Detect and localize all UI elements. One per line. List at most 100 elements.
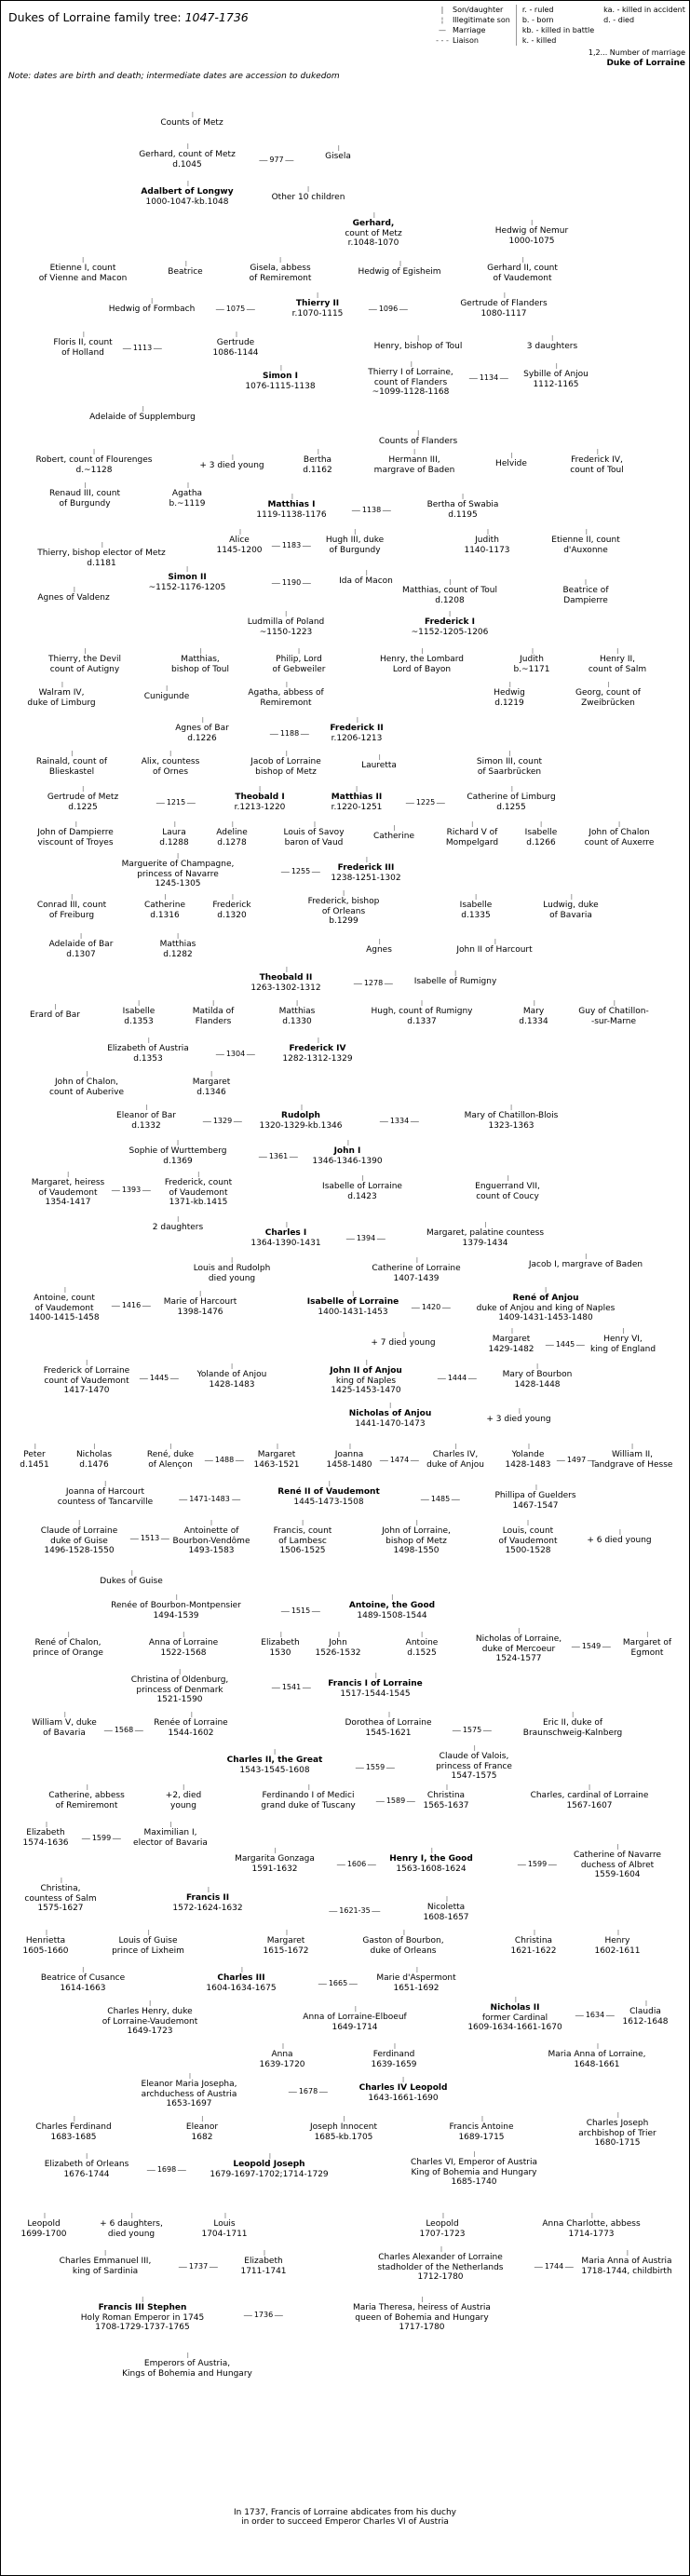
marriage-year-label: 1134	[467, 373, 510, 384]
marriage-year-label: 1444	[436, 1374, 479, 1384]
title-main: Dukes of Lorraine family tree:	[8, 10, 182, 24]
person-node: John of Chalon,count of Auberive	[49, 1071, 124, 1097]
marriage-year-label: 1606	[335, 1860, 378, 1870]
person-node: Walram IV,duke of Limburg	[27, 682, 96, 708]
person-node: William II,landgrave of Hesse	[591, 1444, 673, 1470]
person-node: Ida of Macon	[339, 570, 393, 586]
marriage-year-label: 1420	[410, 1303, 453, 1313]
marriage-year-label: 1736	[242, 2311, 285, 2321]
person-node: Guy of Chatillon--sur-Marne	[578, 1000, 649, 1026]
marriage-year-label: 1394	[345, 1234, 387, 1244]
person-node: Cunigunde	[143, 685, 190, 701]
person-node: Simon II~1152-1176-1205	[148, 566, 226, 592]
person-node: Adelaide of Supplemburg	[89, 406, 196, 422]
marriage-year-label: 1278	[352, 979, 395, 989]
marriage-year-label: 1183	[270, 541, 313, 551]
marriage-year-label: 1334	[378, 1117, 421, 1127]
lineage-caption: Counts of Metz	[160, 112, 223, 128]
marriage-year-label: 1416	[110, 1301, 153, 1311]
person-node: René of Chalon,prince of Orange	[33, 1632, 103, 1658]
person-node: Marguerite of Champagne,princess of Nava…	[121, 853, 235, 888]
person-node: Hedwig of Egisheim	[358, 261, 441, 277]
duke-of-lorraine-key: Duke of Lorraine	[606, 59, 685, 68]
person-node: Other 10 children	[271, 186, 345, 202]
marriage-year-label: 1634	[574, 2011, 616, 2021]
person-node: Isabelle of Rumigny	[413, 970, 497, 986]
legend-symbol-row: - - - Liaison	[436, 35, 510, 46]
marriage-year-label: 1599	[516, 1860, 559, 1870]
person-node: Hedwig of Formbach	[108, 298, 196, 314]
marriage-year-label: 1096	[367, 305, 410, 315]
person-node: Charles IV,duke of Anjou	[426, 1444, 484, 1470]
legend-symbol-row: | Son/daughter	[436, 5, 510, 15]
abbr-killed-in-battle: kb. - killed in battle	[521, 26, 595, 34]
son-daughter-line-icon: |	[440, 6, 444, 14]
person-node: Maximilian I,elector of Bavaria	[133, 1822, 208, 1848]
marriage-year-label: 1113	[121, 344, 164, 354]
person-node: Jacob I, margrave of Baden	[528, 1254, 643, 1269]
person-node: Catherine	[372, 825, 415, 841]
legend-symbols: | Son/daughter ¦ Illegitimate son — Marr…	[436, 5, 517, 46]
tree-note: Note: dates are birth and death; interme…	[8, 72, 340, 81]
